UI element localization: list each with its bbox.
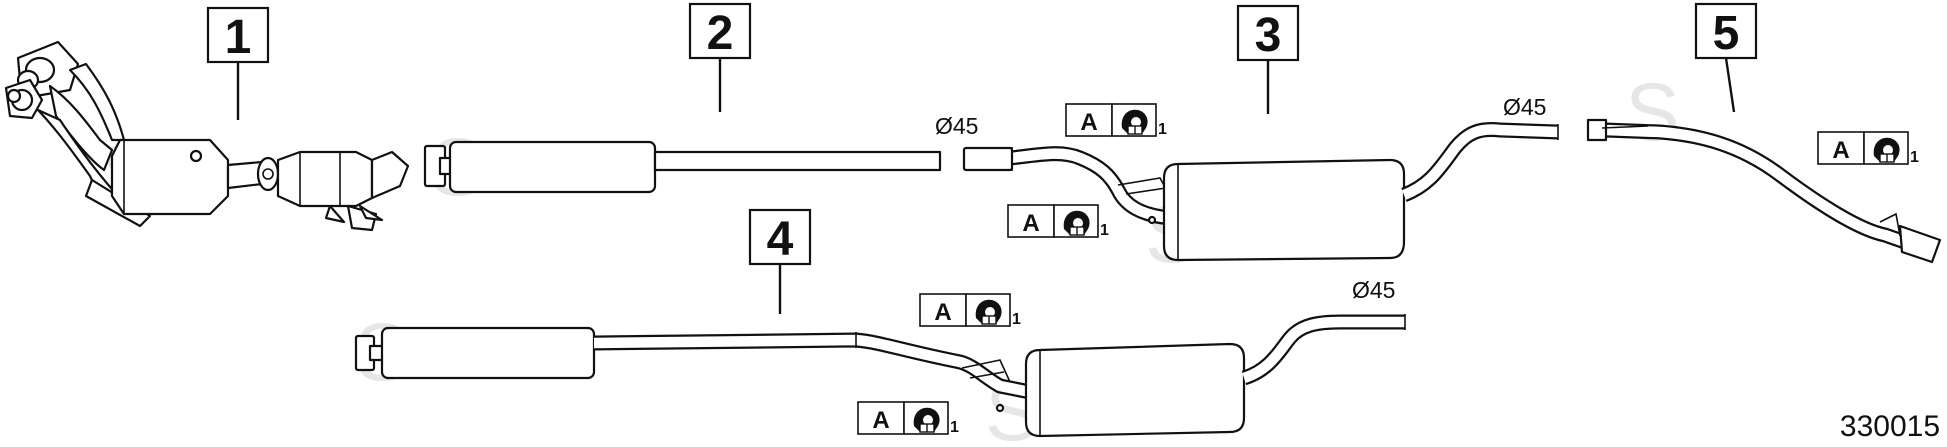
- callout-number: 2: [707, 7, 734, 60]
- mount-badge-part-3-bottom: A 1: [1007, 204, 1109, 239]
- callout-3: 3: [1236, 4, 1300, 114]
- badge-letter: A: [934, 299, 951, 326]
- part-2-front-silencer[interactable]: [423, 140, 942, 194]
- badge-letter: A: [1832, 137, 1849, 164]
- exhaust-hanger-icon: [1121, 109, 1148, 135]
- callout-number: 5: [1713, 7, 1740, 60]
- callout-number: 1: [225, 11, 252, 64]
- badge-letter: A: [872, 407, 889, 434]
- part-3-center-silencer[interactable]: [962, 122, 1559, 262]
- mount-badge-part-4-top: A 1: [919, 293, 1021, 328]
- exhaust-hanger-icon: [1873, 137, 1900, 163]
- diameter-label-part-3: Ø45: [1503, 94, 1546, 120]
- exhaust-hanger-icon: [975, 299, 1002, 325]
- callout-1: 1: [206, 6, 270, 120]
- watermark: S: [1625, 67, 1680, 158]
- diameter-label-part-2: Ø45: [935, 113, 978, 139]
- badge-letter: A: [1080, 109, 1097, 136]
- part-4-middle-pipe-silencer[interactable]: [354, 314, 1406, 438]
- diagram-code: 330015: [1840, 410, 1940, 443]
- callout-4: 4: [748, 208, 812, 314]
- part-1-manifold-catalyst[interactable]: [4, 40, 410, 232]
- callout-2: 2: [688, 2, 752, 112]
- diameter-label-part-4: Ø45: [1352, 277, 1395, 303]
- watermarks: S S S S S S: [100, 67, 1680, 447]
- badge-count: 1: [1100, 222, 1109, 239]
- mount-badge-part-4-bottom: A 1: [857, 401, 959, 436]
- mount-badge-part-3-top: A 1: [1065, 103, 1167, 138]
- callout-number: 3: [1255, 9, 1282, 62]
- badge-count: 1: [950, 419, 959, 436]
- badge-letter: A: [1022, 210, 1039, 237]
- badge-count: 1: [1158, 121, 1167, 138]
- exhaust-hanger-icon: [913, 407, 940, 433]
- badge-count: 1: [1012, 311, 1021, 328]
- part-5-tail-pipe[interactable]: [1586, 118, 1942, 264]
- callout-5: 5: [1694, 2, 1758, 113]
- exhaust-hanger-icon: [1063, 210, 1090, 236]
- badge-count: 1: [1910, 149, 1919, 166]
- mount-badge-part-5: A 1: [1817, 131, 1919, 166]
- callout-number: 4: [767, 213, 794, 266]
